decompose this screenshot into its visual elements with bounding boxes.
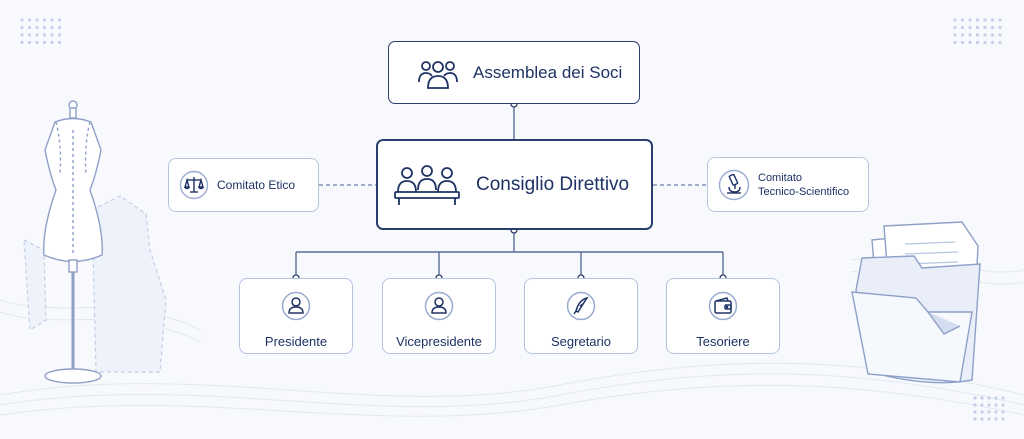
presidente-label: Presidente: [264, 334, 328, 349]
group-people-icon: [417, 56, 459, 90]
segretario-label: Segretario: [551, 334, 611, 349]
comitato-tecnico-label-line2: Tecnico-Scientifico: [758, 185, 850, 198]
quill-pen-icon: [566, 291, 596, 326]
assemblea-node: Assemblea dei Soci: [388, 41, 640, 104]
wallet-icon: [708, 291, 738, 326]
assemblea-label: Assemblea dei Soci: [473, 62, 623, 82]
tesoriere-label: Tesoriere: [696, 334, 750, 349]
comitato-etico-node: Comitato Etico: [168, 158, 319, 212]
tesoriere-node: Tesoriere: [666, 278, 780, 354]
comitato-tecnico-label: Comitato Tecnico-Scientifico: [758, 171, 849, 199]
vicepresidente-label: Vicepresidente: [396, 334, 482, 349]
balance-scale-icon: [179, 170, 209, 200]
comitato-tecnico-label-line1: Comitato: [758, 171, 803, 184]
connector-lines: [295, 104, 724, 278]
folder-documents-icon: [851, 221, 981, 384]
person-icon: [281, 291, 311, 326]
dress-form-icon: [43, 100, 103, 384]
microscope-icon: [718, 169, 750, 201]
person-icon: [424, 291, 454, 326]
dot-grid-icon: [20, 18, 1005, 421]
segretario-node: Segretario: [524, 278, 638, 354]
consiglio-label: Consiglio Direttivo: [476, 173, 630, 195]
presidente-node: Presidente: [239, 278, 353, 354]
comitato-tecnico-node: Comitato Tecnico-Scientifico: [707, 157, 869, 212]
consiglio-node: Consiglio Direttivo: [376, 139, 653, 230]
comitato-etico-label: Comitato Etico: [217, 178, 296, 192]
sewing-pattern-icon: [23, 195, 167, 373]
board-meeting-icon: [394, 164, 460, 206]
vicepresidente-node: Vicepresidente: [382, 278, 496, 354]
